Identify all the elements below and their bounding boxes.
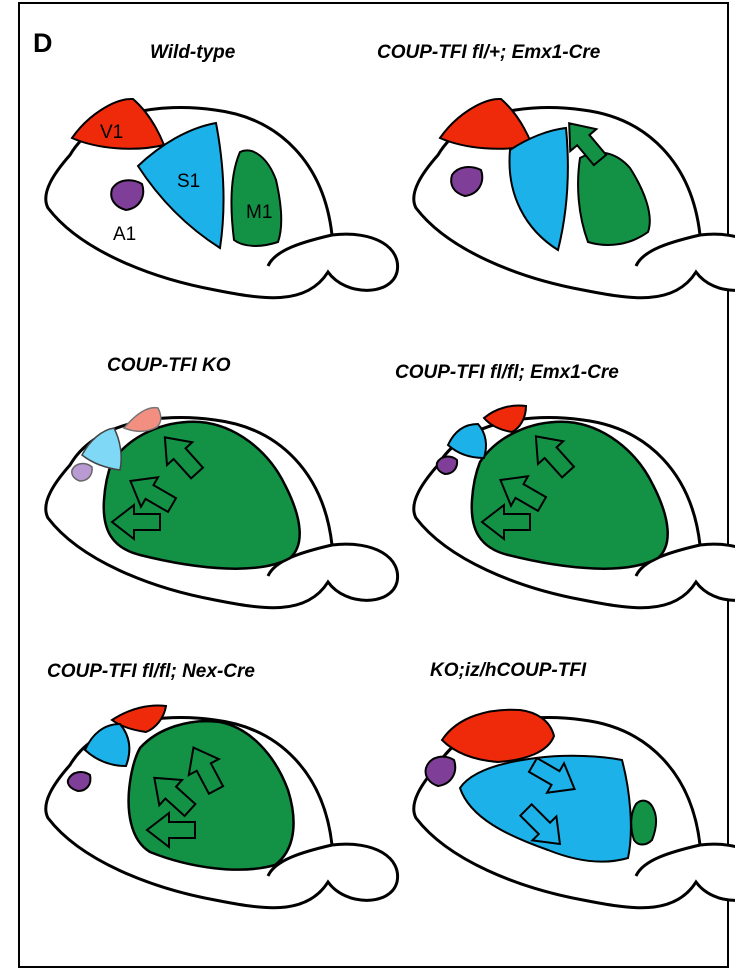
area-m1 [470, 420, 669, 570]
area-s1-reduced [81, 427, 122, 471]
area-m1 [230, 149, 283, 247]
panel-fl-fl-nex: COUP-TFI fl/fl; Nex-Cre [44, 661, 400, 910]
panel-title-ko-iz-hcoup: KO;iz/hCOUP-TFI [430, 660, 587, 681]
area-v1 [440, 708, 556, 764]
temporal-lobe-line [266, 843, 333, 877]
area-a1 [66, 771, 92, 793]
panel-title-wild-type: Wild-type [150, 42, 236, 63]
panel-wild-type: Wild-type V1 S1 M1 A1 [44, 42, 400, 300]
label-v1: V1 [100, 122, 123, 143]
area-v1 [482, 404, 528, 434]
area-s1 [458, 754, 632, 863]
panel-fl-plus-emx1: COUP-TFI fl/+; Emx1-Cre [377, 42, 735, 300]
area-m1 [630, 799, 658, 846]
temporal-lobe-line [634, 233, 701, 267]
area-s1 [446, 422, 487, 460]
area-v1-reduced [122, 406, 162, 432]
panel-title-fl-fl-emx1: COUP-TFI fl/fl; Emx1-Cre [395, 362, 619, 383]
panel-title-fl-plus-emx1: COUP-TFI fl/+; Emx1-Cre [377, 42, 601, 63]
area-s1 [83, 722, 131, 768]
area-v1 [438, 97, 534, 150]
temporal-lobe-line [266, 233, 333, 267]
label-s1: S1 [177, 171, 200, 192]
area-s1 [508, 126, 569, 252]
area-a1-reduced [71, 462, 93, 482]
panel-ko: COUP-TFI KO [44, 355, 400, 610]
panel-ko-iz-hcoup: KO;iz/hCOUP-TFI [412, 660, 735, 910]
panel-title-fl-fl-nex: COUP-TFI fl/fl; Nex-Cre [47, 661, 255, 682]
temporal-lobe-line [634, 843, 701, 877]
label-m1: M1 [246, 202, 272, 223]
area-m1 [127, 719, 295, 871]
area-m1 [102, 420, 301, 570]
area-m1 [577, 151, 651, 246]
area-s1 [136, 121, 225, 250]
area-v1 [110, 704, 168, 734]
area-a1 [435, 455, 459, 476]
area-a1 [424, 755, 457, 788]
area-a1 [450, 166, 484, 198]
area-v1 [70, 97, 166, 150]
label-a1: A1 [113, 224, 136, 245]
panel-title-ko: COUP-TFI KO [107, 355, 231, 376]
area-a1 [110, 179, 145, 212]
panel-letter: D [33, 28, 53, 58]
panel-fl-fl-emx1: COUP-TFI fl/fl; Emx1-Cre [395, 362, 735, 610]
